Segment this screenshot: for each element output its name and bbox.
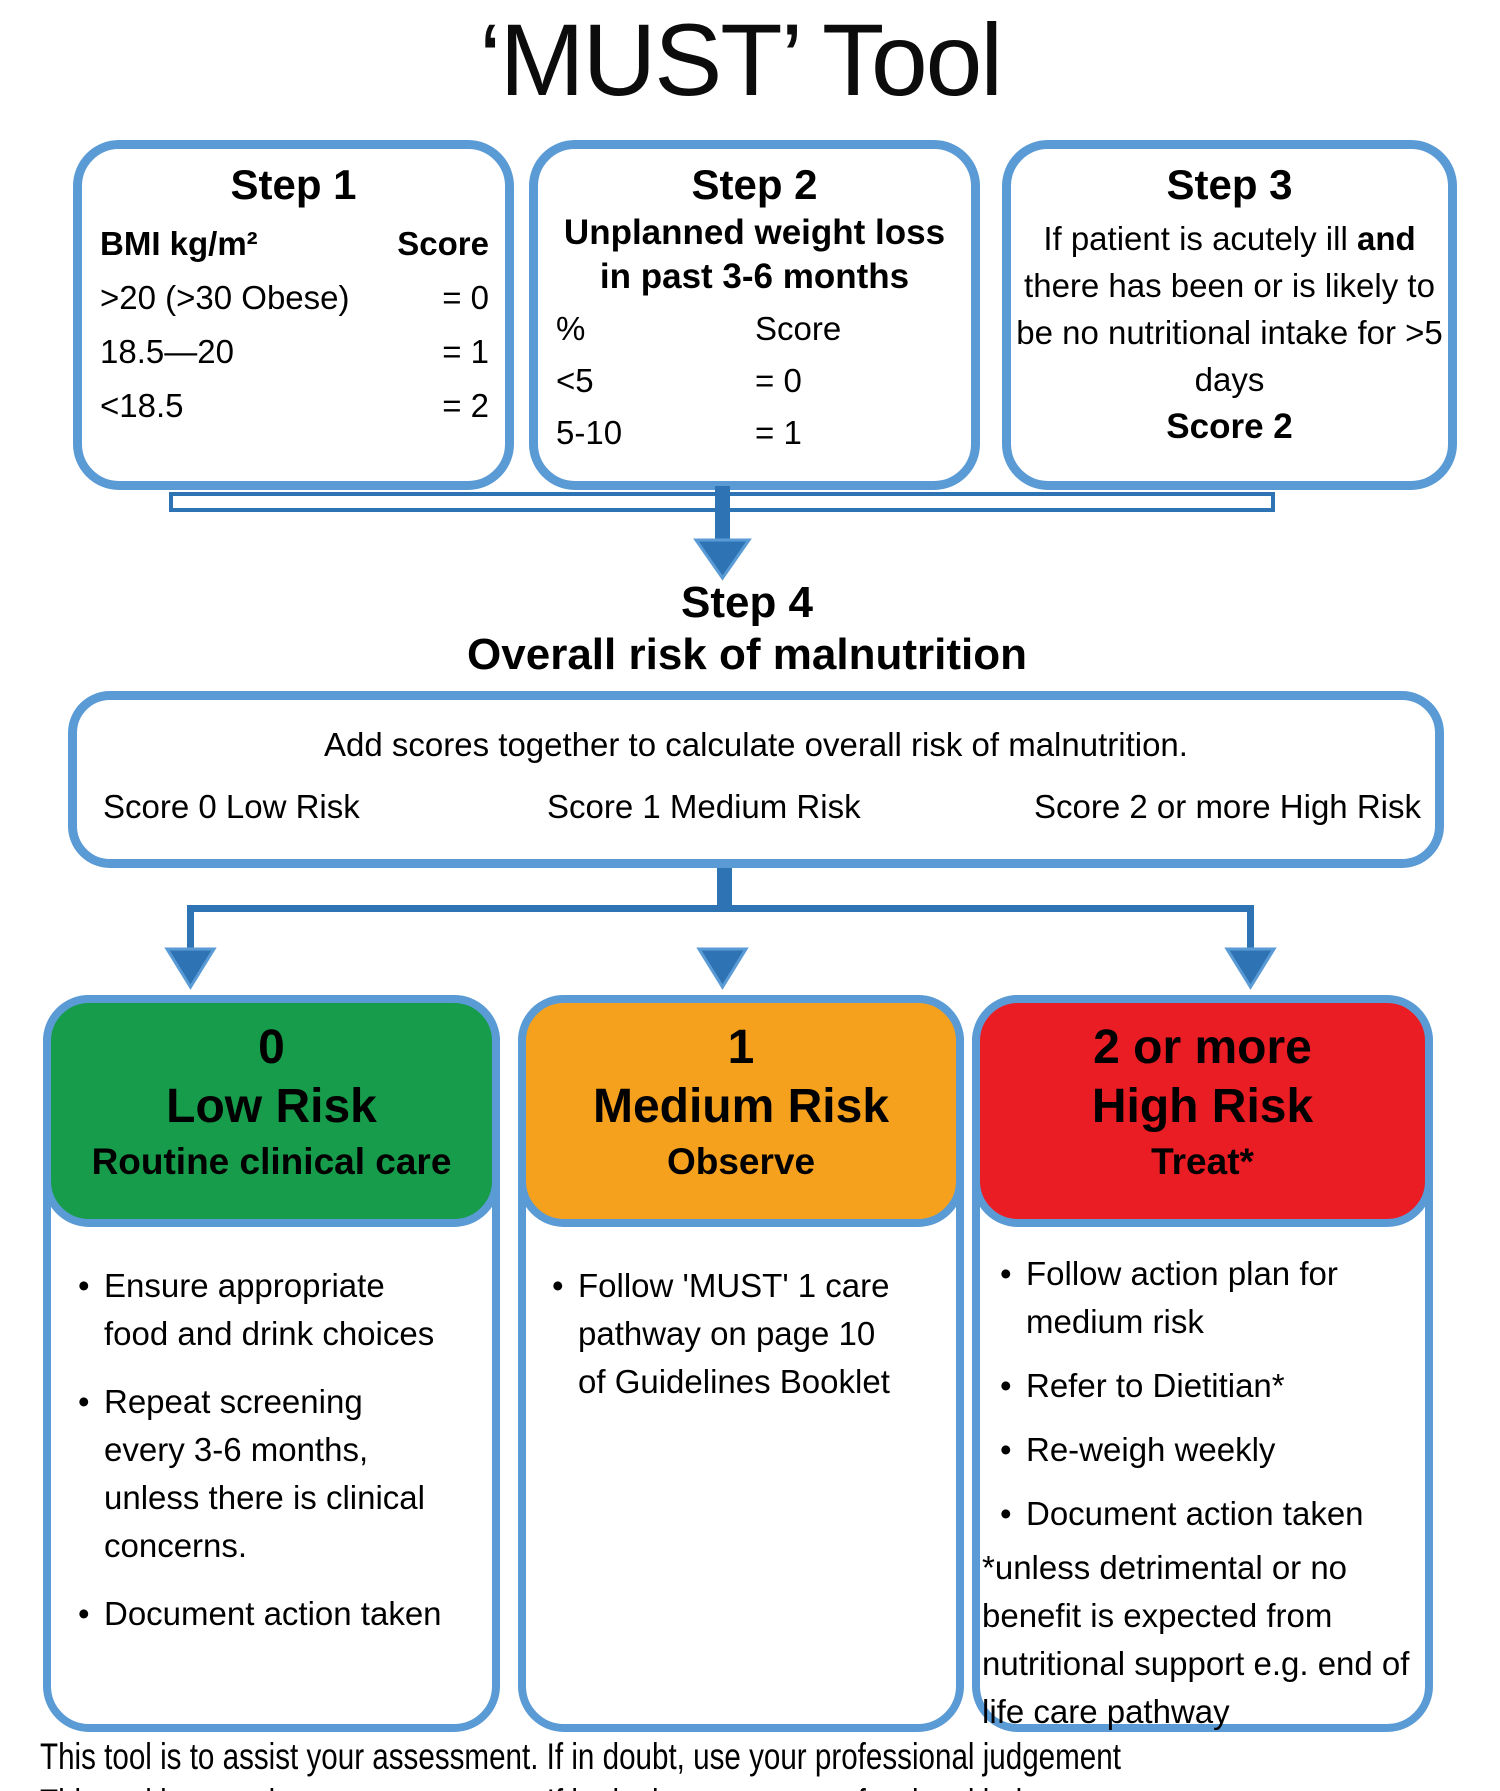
list-item: Follow 'MUST' 1 care pathway on page 10 … [552, 1262, 902, 1406]
risk-score: 0 [258, 1021, 285, 1074]
table-row: >20 (>30 Obese) = 0 [100, 271, 489, 325]
list-item: Document action taken [1000, 1490, 1400, 1538]
bmi-range: >20 (>30 Obese) [100, 279, 350, 316]
down-arrow-icon [164, 947, 217, 990]
table-row: <18.5 = 2 [100, 379, 489, 433]
step4-subheading: Overall risk of malnutrition [467, 630, 1027, 679]
step2-box: Step 2 Unplanned weight loss in past 3-6… [529, 140, 980, 490]
list-item: Ensure appropriate food and drink choice… [78, 1262, 448, 1358]
score-low-label: Score 0 Low Risk [103, 788, 360, 825]
steps-merge-connector [169, 486, 1275, 581]
medium-risk-header: 1 Medium Risk Observe [518, 995, 964, 1227]
step3-box: Step 3 If patient is acutely ill and the… [1002, 140, 1457, 490]
bmi-column-header: BMI kg/m² [100, 225, 258, 262]
score-medium-label: Score 1 Medium Risk [547, 788, 861, 825]
risk-level: High Risk [1091, 1080, 1314, 1133]
risk-action: Observe [666, 1141, 816, 1182]
step2-subtitle: Unplanned weight loss in past 3-6 months [563, 213, 946, 296]
step2-heading: Step 2 [691, 161, 818, 208]
step3-text-bold: and [1356, 220, 1416, 257]
list-item: Re-weigh weekly [1000, 1426, 1400, 1474]
risk-level: Low Risk [166, 1080, 377, 1133]
high-risk-header: 2 or more High Risk Treat* [972, 995, 1433, 1227]
step3-text-start: If patient is acutely ill [1043, 220, 1357, 257]
score-value: = 1 [755, 414, 802, 451]
score-value: = 0 [755, 362, 802, 399]
percent-range: <5 [556, 362, 594, 399]
list-item: Document action taken [78, 1590, 448, 1638]
list-item: Repeat screening every 3-6 months, unles… [78, 1378, 448, 1570]
table-row: <5 = 0 [556, 355, 955, 407]
footer-disclaimer-clipped-duplicate: This tool is to assist your assessment. … [40, 1782, 1121, 1791]
step3-heading: Step 3 [1166, 161, 1293, 208]
risk-level: Medium Risk [592, 1080, 890, 1133]
connector-line [717, 864, 732, 912]
step4-score-legend: Score 0 Low Risk Score 1 Medium Risk Sco… [77, 788, 1435, 828]
risk-action: Treat* [1151, 1141, 1254, 1182]
page-title: ‘MUST’ Tool [478, 3, 1003, 117]
bmi-range: 18.5—20 [100, 333, 234, 370]
step2-score-table: % Score <5 = 0 5-10 = 1 [556, 303, 955, 459]
risk-branch-connector [164, 864, 1277, 990]
step1-score-table: BMI kg/m² Score >20 (>30 Obese) = 0 18.5… [100, 217, 489, 433]
low-risk-header: 0 Low Risk Routine clinical care [43, 995, 500, 1227]
medium-risk-actions-list: Follow 'MUST' 1 care pathway on page 10 … [552, 1262, 902, 1406]
risk-score: 2 or more [1093, 1021, 1312, 1074]
down-arrow-icon [696, 947, 749, 990]
high-risk-footnote: *unless detrimental or no benefit is exp… [982, 1549, 1410, 1730]
connector-line [715, 486, 730, 542]
step4-box: Add scores together to calculate overall… [68, 691, 1444, 868]
down-arrow-icon [1224, 947, 1277, 990]
table-header-row: BMI kg/m² Score [100, 217, 489, 271]
score-value: = 0 [442, 279, 489, 316]
connector-line [1247, 905, 1254, 953]
score-value: = 2 [442, 387, 489, 424]
step4-instruction: Add scores together to calculate overall… [324, 726, 1188, 763]
branch-line [187, 905, 1254, 912]
score-high-label: Score 2 or more High Risk [1034, 788, 1421, 825]
score-value: = 1 [442, 333, 489, 370]
down-arrow-icon [693, 538, 752, 581]
list-item: Follow action plan for medium risk [1000, 1250, 1400, 1346]
bracket-line [169, 492, 1275, 512]
footer-disclaimer: This tool is to assist your assessment. … [40, 1736, 1121, 1777]
step3-description: If patient is acutely ill and there has … [1015, 215, 1445, 403]
table-row: 18.5—20 = 1 [100, 325, 489, 379]
risk-score: 1 [727, 1021, 755, 1074]
percent-column-header: % [556, 310, 586, 347]
connector-line [187, 905, 194, 953]
step4-heading: Step 4 [680, 578, 814, 627]
high-risk-actions-list: Follow action plan for medium risk Refer… [1000, 1250, 1400, 1554]
table-header-row: % Score [556, 303, 955, 355]
list-item: Refer to Dietitian* [1000, 1362, 1400, 1410]
percent-range: 5-10 [556, 414, 623, 451]
score-column-header: Score [755, 310, 842, 347]
low-risk-actions-list: Ensure appropriate food and drink choice… [78, 1262, 448, 1658]
step1-box: Step 1 BMI kg/m² Score >20 (>30 Obese) =… [73, 140, 514, 490]
bmi-range: <18.5 [100, 387, 184, 424]
risk-action: Routine clinical care [91, 1141, 452, 1182]
step3-text-end: there has been or is likely to be no nut… [1016, 267, 1443, 398]
score-column-header: Score [397, 225, 489, 262]
table-row: 5-10 = 1 [556, 407, 955, 459]
step3-score-line: Score 2 [1166, 407, 1293, 446]
step1-heading: Step 1 [230, 161, 357, 208]
